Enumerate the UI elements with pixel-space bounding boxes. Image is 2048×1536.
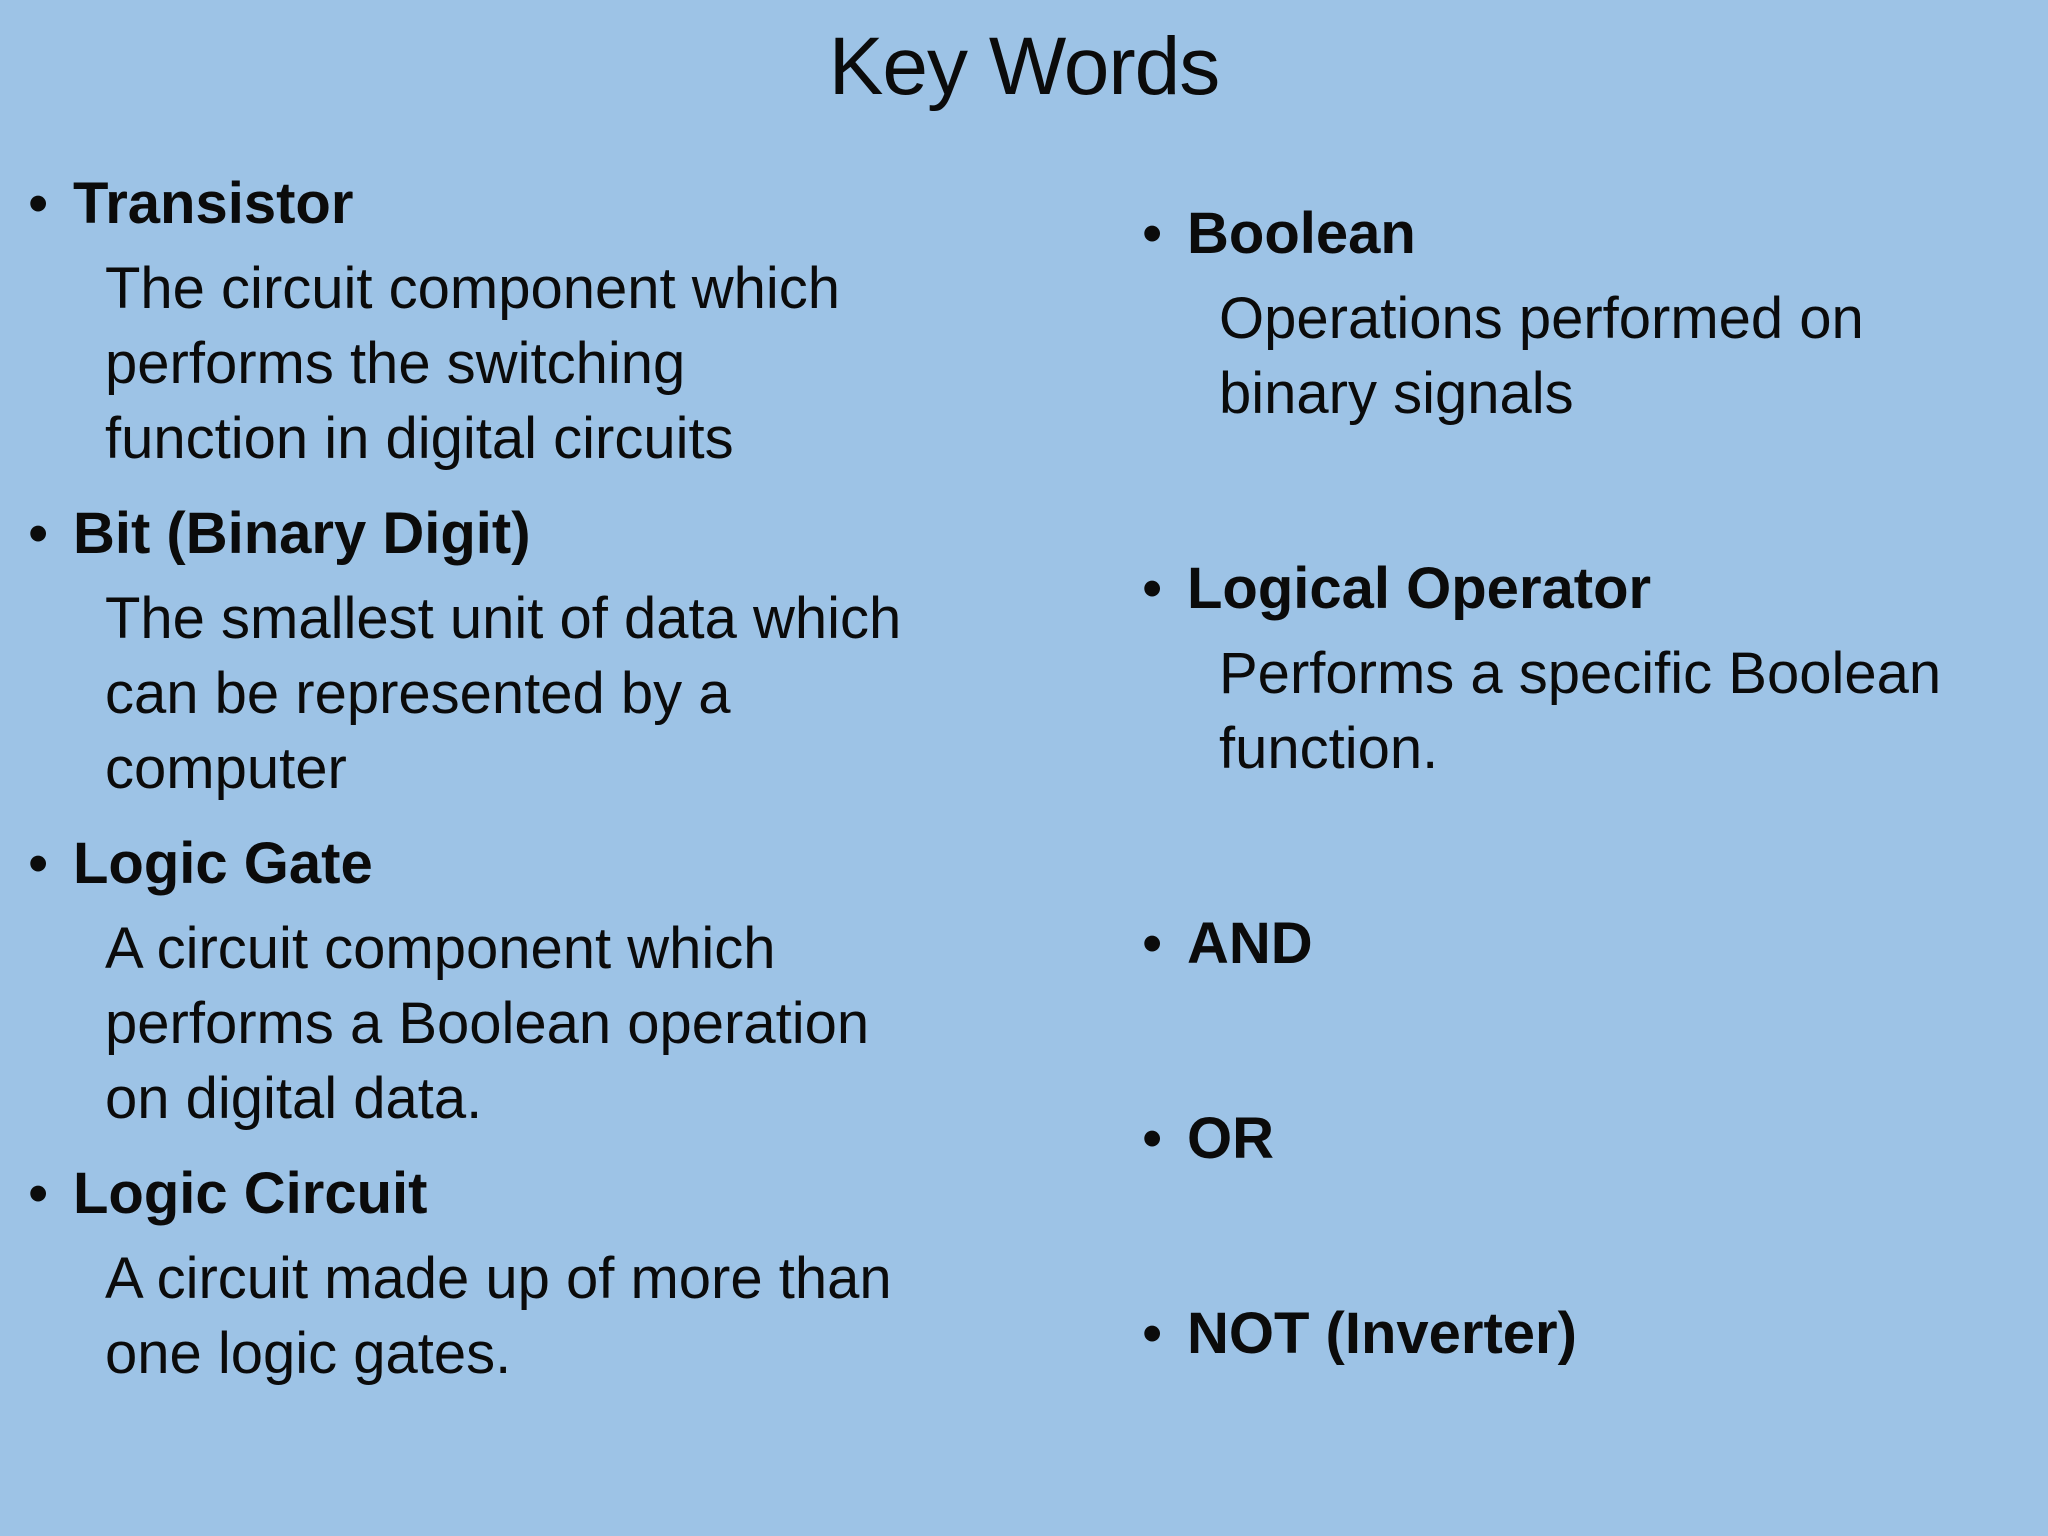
bullet-icon: • xyxy=(28,501,49,566)
keyword-term-row: • Logic Gate xyxy=(28,826,1028,901)
bullet-icon: • xyxy=(1142,911,1163,976)
keyword-item: • OR xyxy=(1142,1101,2044,1176)
keyword-item: • AND xyxy=(1142,906,2044,981)
bullet-icon: • xyxy=(1142,1106,1163,1171)
keyword-term: OR xyxy=(1187,1106,1274,1171)
keyword-term-row: • Bit (Binary Digit) xyxy=(28,496,1028,571)
keyword-item: • Bit (Binary Digit) The smallest unit of … xyxy=(28,496,1028,806)
keyword-term: Bit (Binary Digit) xyxy=(73,501,531,566)
keyword-term-row: • AND xyxy=(1142,906,2044,981)
keyword-item: • NOT (Inverter) xyxy=(1142,1296,2044,1371)
keyword-term: NOT (Inverter) xyxy=(1187,1301,1577,1366)
keyword-term-row: • Transistor xyxy=(28,166,1028,241)
keyword-item: • Logic Circuit A circuit made up of more … xyxy=(28,1156,1028,1391)
keyword-term: Transistor xyxy=(73,171,354,236)
bullet-icon: • xyxy=(28,831,49,896)
keyword-term-row: • Logic Circuit xyxy=(28,1156,1028,1231)
bullet-icon: • xyxy=(28,1161,49,1226)
bullet-icon: • xyxy=(1142,556,1163,621)
slide-title: Key Words xyxy=(828,21,1221,112)
keyword-term: AND xyxy=(1187,911,1313,976)
keyword-term: Logical Operator xyxy=(1187,556,1652,621)
bullet-icon: • xyxy=(28,171,49,236)
keyword-term-row: • NOT (Inverter) xyxy=(1142,1296,2044,1371)
keyword-term-row: • Boolean xyxy=(1142,196,2044,271)
keyword-term: Logic Circuit xyxy=(73,1161,428,1226)
keyword-term: Boolean xyxy=(1187,201,1416,266)
keyword-term-row: • Logical Operator xyxy=(1142,551,2044,626)
bullet-icon: • xyxy=(1142,201,1163,266)
keyword-term-row: • OR xyxy=(1142,1101,2044,1176)
keyword-term: Logic Gate xyxy=(73,831,373,896)
bullet-icon: • xyxy=(1142,1301,1163,1366)
